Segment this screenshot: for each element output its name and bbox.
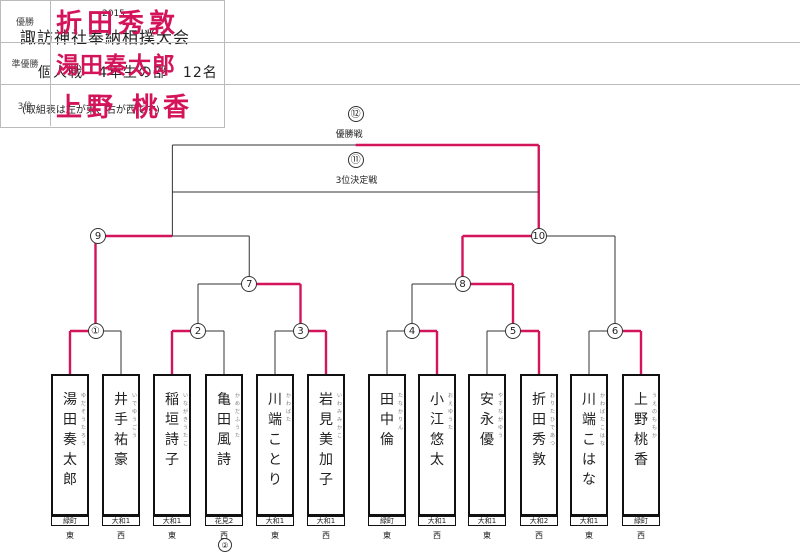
match-number-m11: ⑪: [347, 152, 364, 168]
player-side: 東: [585, 531, 593, 540]
player-side: 西: [433, 531, 441, 540]
player-name: 湯田奏太郎: [63, 392, 77, 488]
handwritten-mark: ②: [218, 538, 232, 552]
player-furigana: ゆだそうたろう: [81, 393, 87, 447]
player-furigana: かめだふうた: [235, 393, 241, 439]
player-card: 亀田風詩かめだふうた: [205, 374, 243, 516]
player-name: 亀田風詩: [217, 392, 231, 468]
match-number-m1: ①: [87, 323, 104, 339]
player-card: 川端ことりかわばた: [256, 374, 294, 516]
result-name: 折田秀敦: [56, 8, 181, 39]
match-number-m4: 4: [404, 323, 420, 339]
player-club: 大和1: [570, 516, 608, 526]
player-card: 上野桃香うえのももか: [622, 374, 660, 516]
player-name: 岩見美加子: [319, 392, 333, 488]
player-side: 東: [168, 531, 176, 540]
player-side: 西: [637, 531, 645, 540]
result-name: 湯田奏太郎: [56, 52, 176, 79]
bracket-note: (取組表は左が東、右が西てす): [22, 105, 160, 116]
tournament-year: 2015: [102, 9, 125, 19]
player-name: 川端ことり: [268, 392, 282, 488]
player-card: 稲垣詩子いながきうたこ: [153, 374, 191, 516]
player-club: 大和1: [256, 516, 294, 526]
match-label-m12: 優勝戦: [333, 127, 365, 140]
player-card: 井手祐豪いでゆうごう: [102, 374, 140, 516]
match-number-m6: 6: [607, 323, 623, 339]
player-side: 東: [66, 531, 74, 540]
player-card: 折田秀敦おりたひであつ: [520, 374, 558, 516]
player-furigana: いわみみかこ: [337, 393, 343, 439]
player-club: 緑町: [622, 516, 660, 526]
player-club: 大和2: [520, 516, 558, 526]
player-name: 小江悠太: [430, 392, 444, 468]
player-name: 稲垣詩子: [165, 392, 179, 468]
result-name: 上野 桃香: [56, 92, 195, 123]
player-club: 緑町: [368, 516, 406, 526]
match-number-m5: 5: [505, 323, 521, 339]
player-name: 田中倫: [380, 392, 394, 448]
player-furigana: いながきうたこ: [183, 393, 189, 447]
player-card: 岩見美加子いわみみかこ: [307, 374, 345, 516]
player-side: 西: [220, 531, 228, 540]
match-number-m7: 7: [241, 276, 258, 292]
player-side: 西: [322, 531, 330, 540]
player-side: 東: [271, 531, 279, 540]
player-name: 上野桃香: [634, 392, 648, 468]
player-card: 小江悠太おえゆうた: [418, 374, 456, 516]
result-label: 準優勝: [0, 42, 51, 84]
player-furigana: おりたひであつ: [550, 393, 556, 447]
match-number-m9: 9: [90, 228, 106, 244]
division-subtitle: 個人戦 4年生の部 12名: [38, 65, 218, 81]
player-side: 東: [483, 531, 491, 540]
result-row-third: 3位 上野 桃香: [0, 84, 800, 126]
result-label: 3位: [0, 84, 51, 126]
player-furigana: うえのももか: [652, 393, 658, 439]
player-card: 安永優やすながゆう: [468, 374, 506, 516]
result-row-runner-up: 準優勝 湯田奏太郎: [0, 42, 800, 85]
match-number-m2: 2: [190, 323, 206, 339]
player-furigana: おえゆうた: [448, 393, 454, 431]
player-name: 安永優: [480, 392, 494, 448]
player-club: 大和1: [418, 516, 456, 526]
result-row-champion: 優勝 折田秀敦: [0, 0, 800, 43]
player-furigana: かわばたこはな: [600, 393, 606, 447]
match-label-m11: 3位決定戦: [333, 173, 380, 186]
player-card: 田中倫たなかりん: [368, 374, 406, 516]
player-club: 大和1: [468, 516, 506, 526]
player-card: 湯田奏太郎ゆだそうたろう: [51, 374, 89, 516]
player-name: 井手祐豪: [114, 392, 128, 468]
player-furigana: やすながゆう: [498, 393, 504, 439]
player-club: 緑町: [51, 516, 89, 526]
player-club: 大和1: [102, 516, 140, 526]
player-club: 大和1: [307, 516, 345, 526]
player-side: 東: [383, 531, 391, 540]
player-side: 西: [535, 531, 543, 540]
player-club: 花見2: [205, 516, 243, 526]
player-card: 川端こはなかわばたこはな: [570, 374, 608, 516]
player-furigana: いでゆうごう: [132, 393, 138, 439]
player-name: 折田秀敦: [532, 392, 546, 468]
player-club: 大和1: [153, 516, 191, 526]
match-number-m10: 10: [530, 228, 547, 244]
player-furigana: たなかりん: [398, 393, 404, 431]
player-furigana: かわばた: [286, 393, 292, 423]
match-number-m8: 8: [454, 276, 471, 292]
match-number-m3: 3: [292, 323, 309, 339]
result-label: 優勝: [0, 0, 51, 42]
player-name: 川端こはな: [582, 392, 596, 488]
player-side: 西: [117, 531, 125, 540]
results-table: 優勝 折田秀敦 準優勝 湯田奏太郎 3位 上野 桃香: [0, 0, 800, 128]
match-number-m12: ⑫: [347, 106, 364, 122]
